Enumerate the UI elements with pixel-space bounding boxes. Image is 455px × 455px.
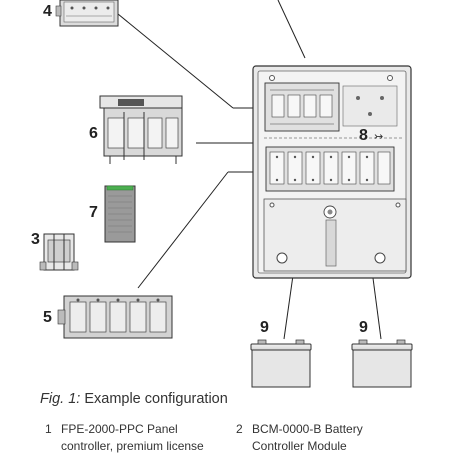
- legend-number: 2: [236, 422, 243, 436]
- bracket-module-item-3: [39, 233, 79, 271]
- legend-line-1: BCM-0000-B Battery: [252, 422, 363, 436]
- figure-label: Fig. 1:: [40, 391, 81, 407]
- callout-4: 4: [43, 3, 52, 20]
- callout-5: 5: [43, 309, 52, 326]
- brand-mark-icon: ↣: [374, 131, 384, 143]
- module-item-4: [55, 0, 119, 27]
- callout-6: 6: [89, 125, 98, 142]
- callout-9-right: 9: [359, 319, 368, 336]
- configuration-figure: 4 6 7 3 5 8 ↣ 9 9: [31, 0, 413, 388]
- legend-line-2: controller, premium license: [61, 439, 204, 453]
- legend-text: BCM-0000-B Battery Controller Module: [252, 421, 363, 455]
- callout-8: 8: [359, 127, 368, 144]
- callout-9-left: 9: [260, 319, 269, 336]
- legend-line-2: Controller Module: [252, 439, 347, 453]
- legend-number: 1: [45, 422, 52, 436]
- legend-line-1: FPE-2000-PPC Panel: [61, 422, 178, 436]
- callout-3: 3: [31, 231, 40, 248]
- figure-caption-text: Example configuration: [84, 391, 228, 407]
- battery-right-item-9: [351, 339, 413, 388]
- leader-lines: [117, 0, 382, 340]
- figure-caption: Fig. 1: Example configuration: [40, 391, 228, 407]
- enclosure-cabinet: [252, 65, 412, 279]
- figure-drawing: [39, 0, 413, 388]
- panel-controller-item-6: [99, 95, 183, 164]
- legend-text: FPE-2000-PPC Panel controller, premium l…: [61, 421, 204, 455]
- battery-left-item-9: [250, 339, 312, 388]
- callout-7: 7: [89, 204, 98, 221]
- expansion-module-item-5: [57, 295, 173, 339]
- card-module-item-7: [104, 185, 136, 243]
